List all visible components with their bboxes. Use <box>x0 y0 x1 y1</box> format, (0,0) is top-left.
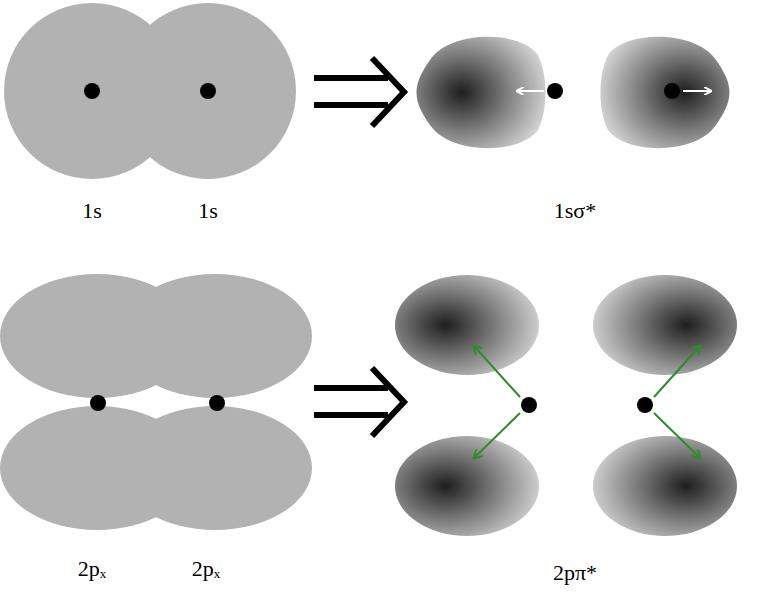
implies-arrow <box>314 58 404 126</box>
pi-star-orbital <box>395 275 737 536</box>
orbital-label: 2pₓ <box>192 556 220 582</box>
orbital-label: 2pₓ <box>78 556 106 582</box>
s-orbitals <box>4 3 296 179</box>
implies-arrow <box>314 368 404 436</box>
sigma-star-orbital <box>417 37 730 148</box>
orbital-label: 2pπ* <box>553 560 597 586</box>
orbital-label: 1sσ* <box>554 198 596 224</box>
p-orbitals <box>0 274 312 530</box>
orbital-label: 1s <box>82 198 102 224</box>
orbital-label: 1s <box>198 198 218 224</box>
